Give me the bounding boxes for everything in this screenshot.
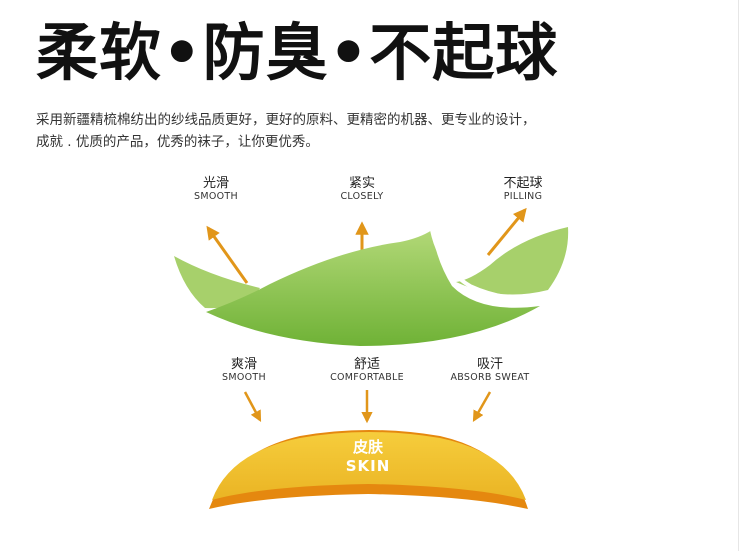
skin-label-zh: 皮肤 bbox=[353, 438, 384, 456]
description-line-2: 成就 . 优质的产品，优秀的袜子，让你更优秀。 bbox=[36, 134, 319, 150]
label-top-closely: 紧实 CLOSELY bbox=[340, 176, 383, 202]
label-zh: 吸汗 bbox=[477, 357, 503, 372]
label-en: ABSORB SWEAT bbox=[450, 372, 529, 383]
label-en: COMFORTABLE bbox=[330, 372, 404, 383]
arrow-down-left-icon bbox=[472, 391, 492, 422]
label-zh: 舒适 bbox=[354, 357, 380, 372]
label-top-pilling: 不起球 PILLING bbox=[503, 176, 542, 202]
description-line-1: 采用新疆精梳棉纺出的纱线品质更好，更好的原料、更精密的机器、更专业的设计， bbox=[36, 112, 536, 128]
arrow-up-right-icon bbox=[486, 207, 527, 256]
label-zh: 紧实 bbox=[349, 176, 375, 191]
label-top-smooth: 光滑 SMOOTH bbox=[194, 176, 238, 202]
page-title: 柔软•防臭•不起球 bbox=[36, 16, 559, 89]
label-zh: 光滑 bbox=[203, 176, 229, 191]
label-zh: 爽滑 bbox=[231, 357, 257, 372]
fabric-leaf-shape bbox=[174, 227, 569, 346]
arrow-down-right-icon bbox=[243, 391, 262, 422]
skin-label-en: SKIN bbox=[346, 457, 391, 475]
label-zh: 不起球 bbox=[503, 176, 542, 191]
label-bottom-comfortable: 舒适 COMFORTABLE bbox=[330, 357, 404, 383]
label-bottom-smooth: 爽滑 SMOOTH bbox=[222, 357, 266, 383]
label-en: SMOOTH bbox=[222, 372, 266, 383]
arrow-up-left-icon bbox=[206, 225, 249, 284]
page-border bbox=[738, 0, 739, 551]
label-en: SMOOTH bbox=[194, 191, 238, 202]
label-bottom-absorb-sweat: 吸汗 ABSORB SWEAT bbox=[450, 357, 529, 383]
label-en: PILLING bbox=[504, 191, 543, 202]
label-en: CLOSELY bbox=[340, 191, 383, 202]
skin-shape: 皮肤 SKIN bbox=[209, 430, 528, 509]
